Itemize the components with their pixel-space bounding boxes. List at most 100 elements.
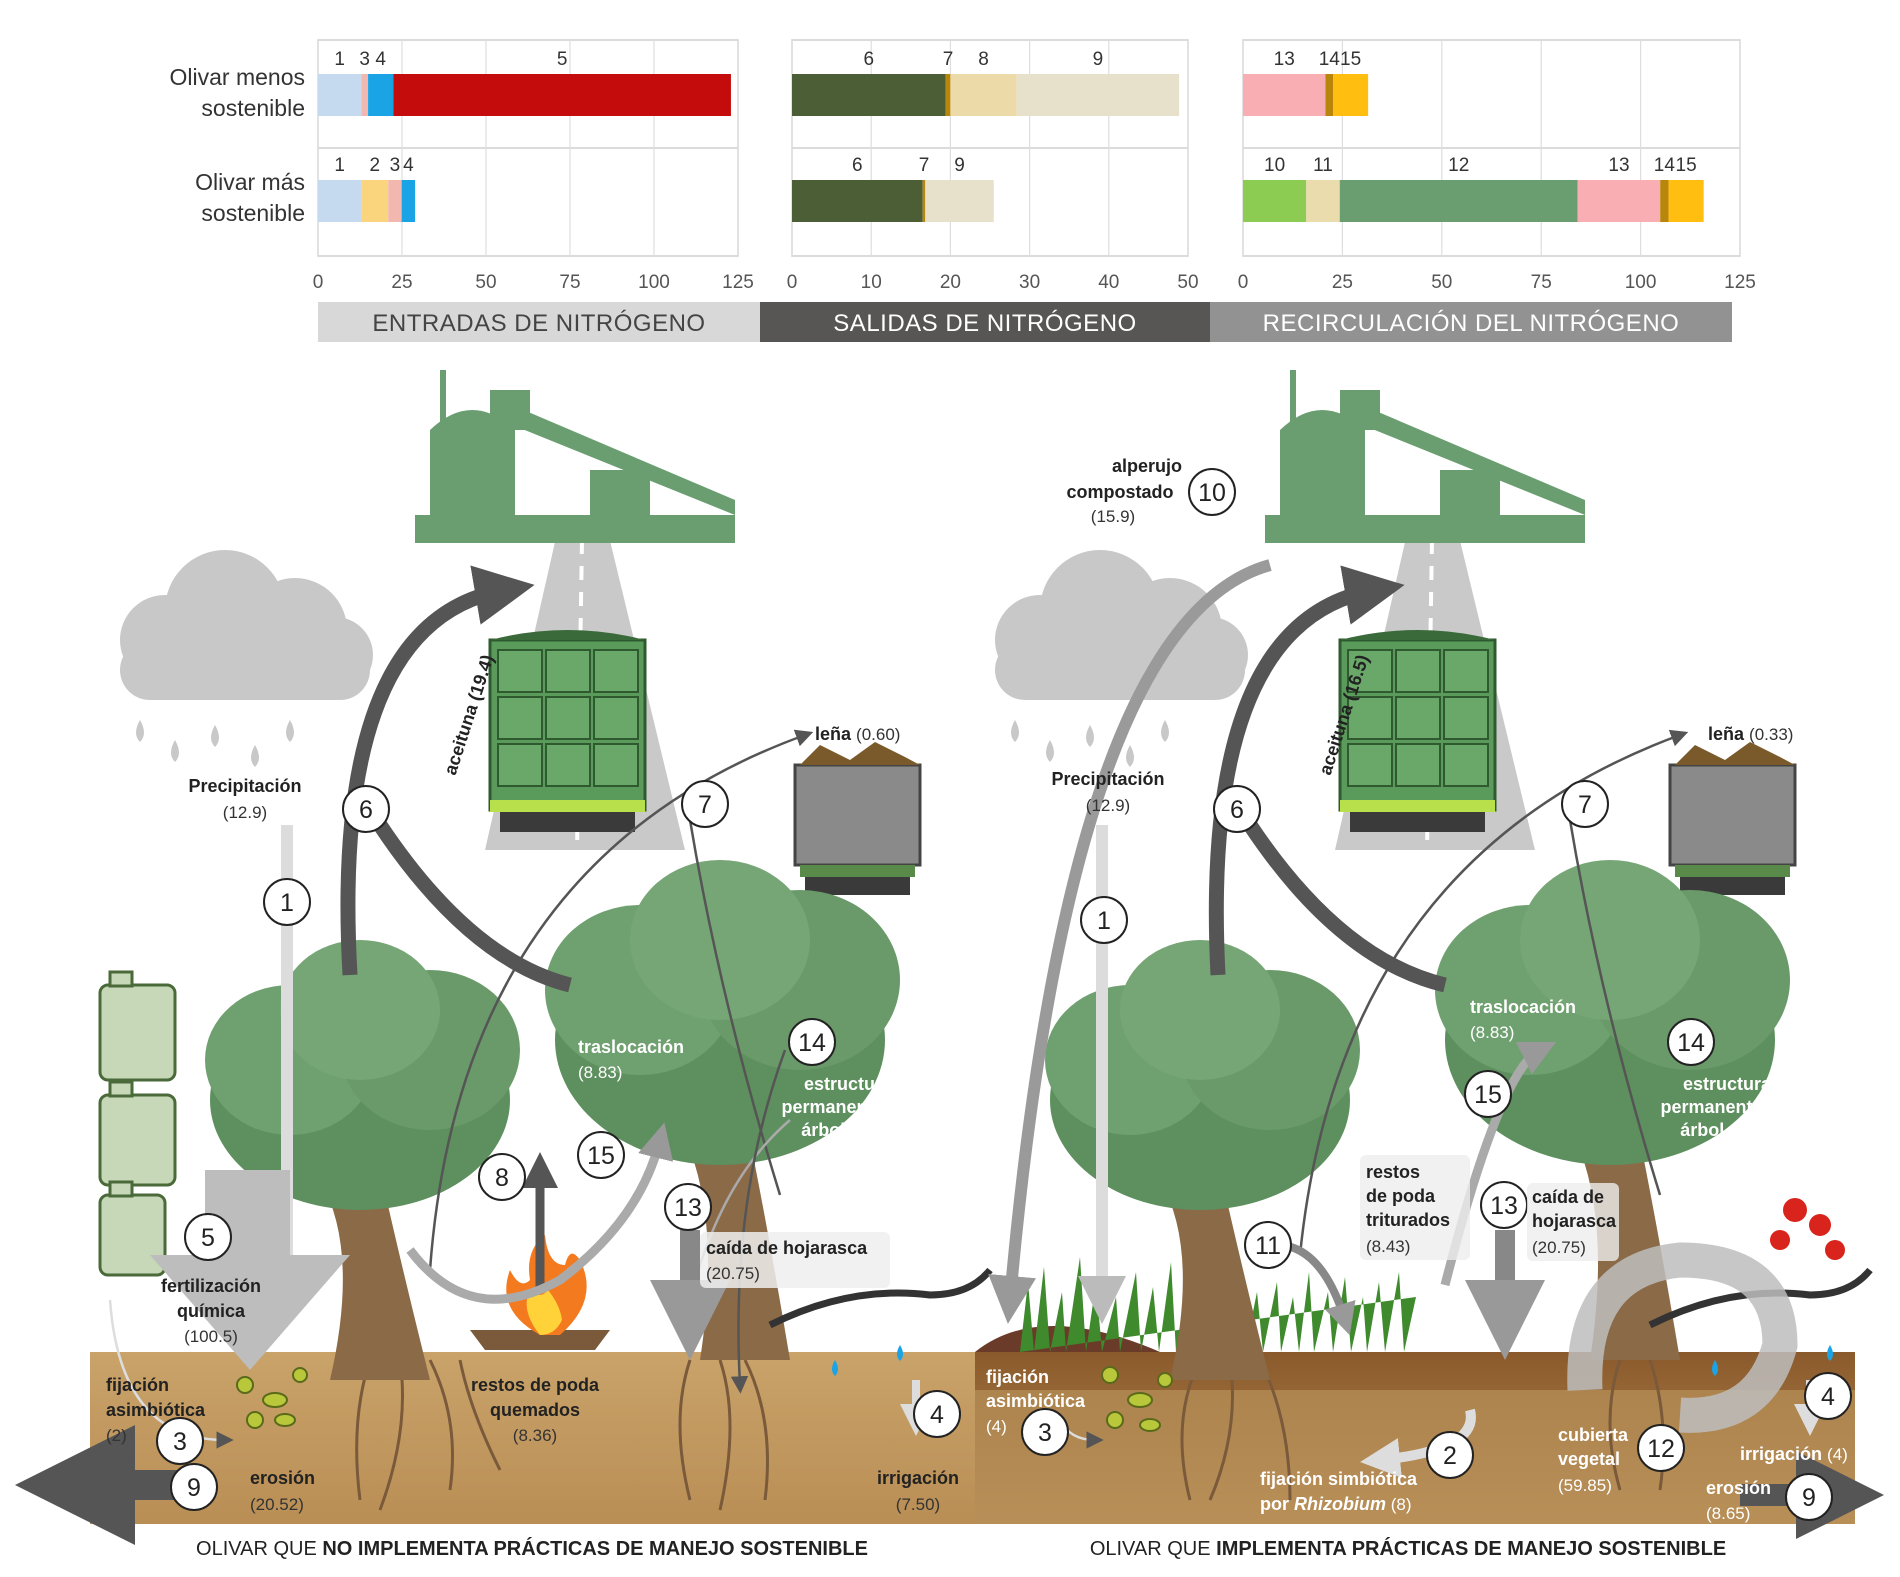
precip-label: Precipitación [188,776,301,796]
row-label-less-1: Olivar menos [170,64,305,90]
factory-icon [1265,370,1585,543]
estructura-line3: árbol(2.10) [1680,1120,1773,1140]
numbered-markers: 1 6 7 14 8 15 13 5 4 3 9 10 6 7 1 14 15 … [156,468,1852,1521]
tick-label: 25 [391,272,412,293]
footer-right: OLIVAR QUE IMPLEMENTA PRÁCTICAS DE MANEJ… [1090,1537,1726,1560]
band-recirculacion [1210,302,1732,342]
segment-label-14: 14 [1654,155,1676,176]
tick-label: 50 [475,272,496,293]
bar-segment-3 [388,180,402,222]
marker-14-left: 14 [788,1018,836,1066]
svg-text:13: 13 [674,1194,702,1222]
fij-line2: asimbiótica [106,1400,206,1420]
factory-right [1265,370,1585,851]
bacteria-icon [236,1366,1173,1432]
svg-text:6: 6 [359,796,373,824]
segment-label-14: 14 [1319,49,1341,70]
caida-value: (20.75) [706,1264,760,1283]
marker-1-left: 1 [263,878,311,926]
bar-segment-4 [401,180,416,222]
bar-segment-2 [361,180,389,222]
fij-line1: fijación [986,1367,1049,1387]
tick-label: 0 [313,272,324,293]
svg-text:13: 13 [1490,1192,1518,1220]
tick-label: 0 [1238,272,1249,293]
simb-line2: por Rhizobium (8) [1260,1494,1412,1514]
bar-segment-1 [318,180,362,222]
svg-text:1: 1 [1097,907,1111,935]
svg-text:12: 12 [1647,1435,1675,1463]
rain-cloud-icon [120,550,373,767]
grass-cover [1020,1257,1416,1352]
bar-segment-5 [393,74,731,116]
segment-label-7: 7 [919,155,930,176]
svg-text:14: 14 [798,1029,826,1057]
svg-text:15: 15 [587,1142,615,1170]
olive-tree-icon [545,860,900,1360]
marker-12-right: 12 [1637,1424,1685,1472]
estructura-line2: permanente del [781,1097,914,1117]
svg-text:9: 9 [1802,1484,1816,1512]
marker-14-right: 14 [1667,1018,1715,1066]
marker-4-right: 4 [1804,1372,1852,1420]
lena-label: leña(0.33) [1708,724,1793,744]
simb-line1: fijación simbiótica [1260,1469,1418,1489]
bar-segment-9 [1016,74,1180,116]
svg-text:4: 4 [1821,1383,1835,1411]
fij-line1: fijación [106,1375,169,1395]
marker-15-right: 15 [1464,1070,1512,1118]
fij-value: (4) [986,1417,1007,1436]
tick-label: 10 [861,272,882,293]
segment-label-10: 10 [1264,155,1285,176]
segment-label-13: 13 [1608,155,1629,176]
irrig-value: (7.50) [896,1495,940,1514]
restos-line2: quemados [490,1400,580,1420]
marker-13-right: 13 [1480,1181,1528,1229]
caida-line2: hojarasca [1532,1211,1617,1231]
bar-segment-14 [1325,74,1334,116]
factory-icon [415,370,735,543]
tick-label: 125 [1724,272,1756,293]
tick-label: 50 [1431,272,1452,293]
segment-label-4: 4 [375,49,386,70]
caida-label: caída de hojarasca [706,1238,868,1258]
row-label-less-2: sostenible [201,95,305,121]
cubierta-value: (59.85) [1558,1476,1612,1495]
fij-line2: asimbiótica [986,1391,1086,1411]
svg-text:1: 1 [280,889,294,917]
caida-line1: caída de [1532,1187,1604,1207]
band-entradas-label: ENTRADAS DE NITRÓGENO [372,310,705,337]
svg-text:7: 7 [1578,791,1592,819]
restos-line1: restos [1366,1162,1420,1182]
tick-label: 50 [1177,272,1198,293]
segment-label-3: 3 [359,49,370,70]
marker-6-left: 6 [342,785,390,833]
truck-icon [1338,630,1497,832]
segment-label-7: 7 [943,49,954,70]
fert-line2: química [177,1301,246,1321]
alperujo-line2: compostado [1066,482,1173,502]
segment-label-9: 9 [1093,49,1104,70]
bar-segment-1 [318,74,362,116]
svg-text:7: 7 [698,791,712,819]
marker-5-left: 5 [184,1213,232,1261]
eros-label: erosión [250,1468,315,1488]
bar-segment-6 [792,180,923,222]
restos-value: (8.43) [1366,1237,1410,1256]
irrig-label: irrigación [877,1468,959,1488]
marker-3-left: 3 [156,1417,204,1465]
segment-label-5: 5 [557,49,568,70]
tick-label: 20 [940,272,961,293]
marker-4-left: 4 [913,1390,961,1438]
fert-value: (100.5) [184,1327,238,1346]
bar-segment-12 [1339,180,1578,222]
tick-label: 100 [1625,272,1657,293]
svg-text:11: 11 [1255,1232,1281,1260]
segment-label-12: 12 [1448,155,1469,176]
segment-label-13: 13 [1274,49,1295,70]
bar-segment-3 [361,74,369,116]
trasloc-value: (8.83) [578,1063,622,1082]
precip-value: (12.9) [1086,796,1130,815]
trasloc-label: traslocación [1470,997,1576,1017]
